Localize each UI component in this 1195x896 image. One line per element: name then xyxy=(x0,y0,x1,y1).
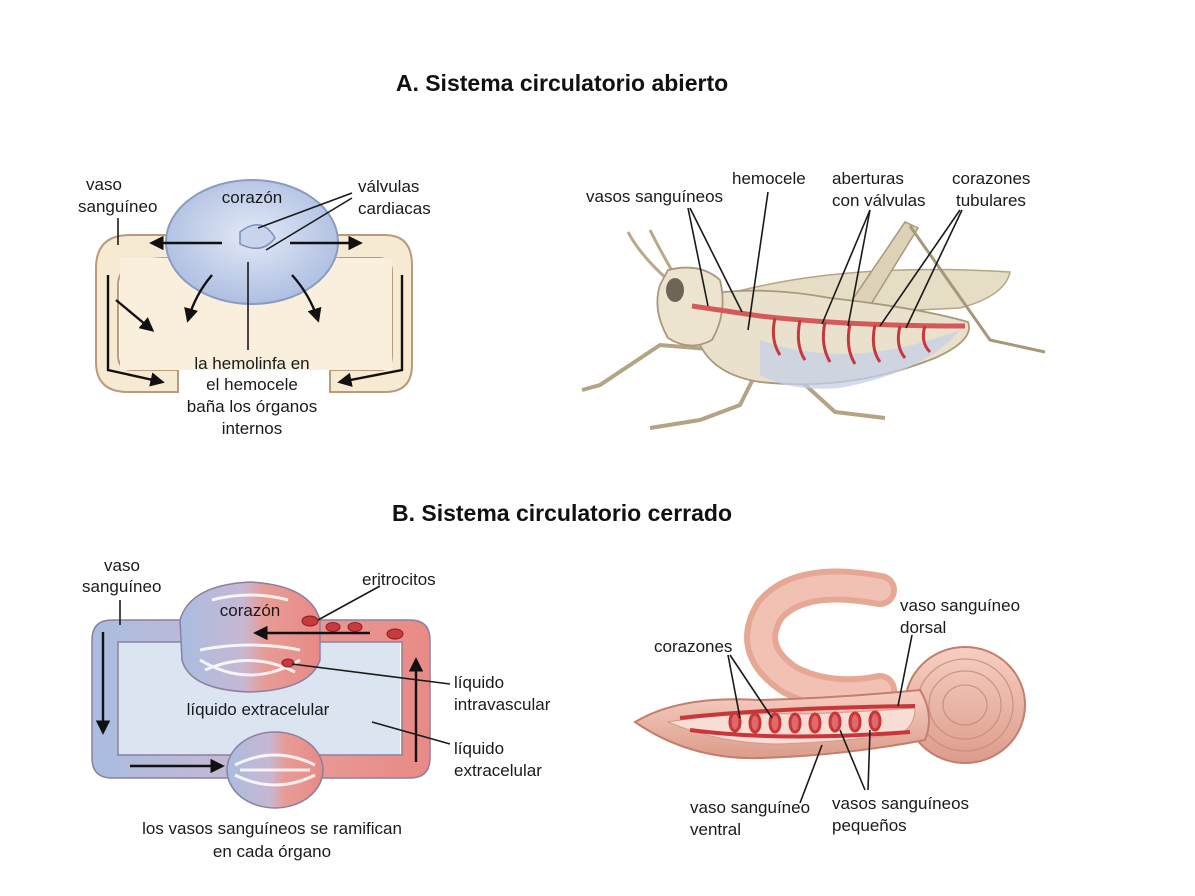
flow-arrow-return-left xyxy=(106,275,165,387)
label-vessel-b-1: vaso xyxy=(104,556,140,575)
label-gh-openings-2: con válvulas xyxy=(832,191,926,210)
flow-arrow-out-2 xyxy=(184,274,213,323)
label-valves-2: cardiacas xyxy=(358,199,431,218)
label-extracellular-side-1: líquido xyxy=(454,739,504,758)
section-a-title: A. Sistema circulatorio abierto xyxy=(396,70,728,96)
earthworm-illustration: vaso sanguíneo dorsal corazones vaso san… xyxy=(633,568,1026,839)
worm-dorsal-vessel xyxy=(679,704,916,720)
label-gh-hearts-1: corazones xyxy=(952,169,1030,188)
label-worm-small-2: pequeños xyxy=(832,816,907,835)
label-gh-openings-1: aberturas xyxy=(832,169,904,188)
heart-capillaries xyxy=(199,593,301,677)
pointer-gh-vessels-1 xyxy=(687,207,709,307)
label-valves-1: válvulas xyxy=(358,177,419,196)
worm-hearts xyxy=(728,710,882,734)
worm-ventral-vessel xyxy=(689,728,911,739)
pointer-valve-2 xyxy=(265,197,353,251)
pointer-gh-vessels-2 xyxy=(689,207,743,313)
label-gh-vessels: vasos sanguíneos xyxy=(586,187,723,206)
flow-arrow-out-3 xyxy=(291,274,322,323)
pointer-gh-openings-1 xyxy=(821,209,871,325)
label-extracellular-side-2: extracelular xyxy=(454,761,542,780)
pointer-valve-1 xyxy=(257,192,353,229)
label-gh-hemocoel: hemocele xyxy=(732,169,806,188)
label-worm-small-1: vasos sanguíneos xyxy=(832,794,969,813)
grasshopper-illustration: vasos sanguíneos hemocele aberturas con … xyxy=(581,169,1046,430)
pointer-worm-dorsal xyxy=(897,634,913,707)
label-worm-ventral-1: vaso sanguíneo xyxy=(690,798,810,817)
grasshopper-tubular-hearts xyxy=(771,317,932,365)
label-extracellular-inner: líquido extracelular xyxy=(187,700,330,719)
grasshopper-head xyxy=(656,266,724,347)
pointer-intravascular xyxy=(291,663,451,685)
pointer-worm-small-2 xyxy=(867,729,871,791)
label-worm-dorsal-1: vaso sanguíneo xyxy=(900,596,1020,615)
pointer-worm-ventral xyxy=(799,744,823,804)
label-heart-a: corazón xyxy=(222,188,282,207)
label-heart-b: corazón xyxy=(220,601,280,620)
pointer-worm-hearts-1 xyxy=(727,654,741,719)
label-intravascular-1: líquido xyxy=(454,673,504,692)
pointer-gh-hemocoel xyxy=(747,191,769,331)
pointer-gh-hearts-1 xyxy=(879,209,961,327)
label-erythrocytes: eritrocitos xyxy=(362,570,436,589)
pointer-erythrocytes xyxy=(317,585,381,621)
closed-circulation-schematic: vaso sanguíneo corazón eritrocitos líqui… xyxy=(82,556,551,861)
label-worm-hearts: corazones xyxy=(654,637,732,656)
pointer-gh-hearts-2 xyxy=(905,209,963,329)
open-circulation-schematic: vaso sanguíneo corazón válvulas cardiaca… xyxy=(78,175,431,438)
label-vessel-b-2: sanguíneo xyxy=(82,577,161,596)
flow-arrow-return-right xyxy=(337,275,404,387)
pointer-worm-small-1 xyxy=(839,729,866,791)
label-vessel-a-2: sanguíneo xyxy=(78,197,157,216)
label-hemolymph-3: baña los órganos xyxy=(187,397,317,416)
pointer-gh-openings-2 xyxy=(847,209,871,327)
label-hemolymph-4: internos xyxy=(222,419,282,438)
label-caption-1: los vasos sanguíneos se ramifican xyxy=(142,819,402,838)
pointer-extracellular-side xyxy=(371,721,451,745)
grasshopper-dorsal-vessel xyxy=(691,303,966,329)
label-hemolymph-2: el hemocele xyxy=(206,375,298,394)
label-intravascular-2: intravascular xyxy=(454,695,551,714)
heart-valve xyxy=(239,224,276,250)
grasshopper-eye xyxy=(666,278,684,302)
pointer-worm-hearts-2 xyxy=(729,654,773,719)
label-worm-ventral-2: ventral xyxy=(690,820,741,839)
label-caption-2: en cada órgano xyxy=(213,842,331,861)
label-vessel-a-1: vaso xyxy=(86,175,122,194)
label-gh-hearts-2: tubulares xyxy=(956,191,1026,210)
flow-arrow-out-1 xyxy=(115,299,155,332)
section-b-title: B. Sistema circulatorio cerrado xyxy=(392,500,732,526)
label-hemolymph-1: la hemolinfa en xyxy=(194,354,309,373)
label-worm-dorsal-2: dorsal xyxy=(900,618,946,637)
erythrocytes xyxy=(281,615,404,668)
